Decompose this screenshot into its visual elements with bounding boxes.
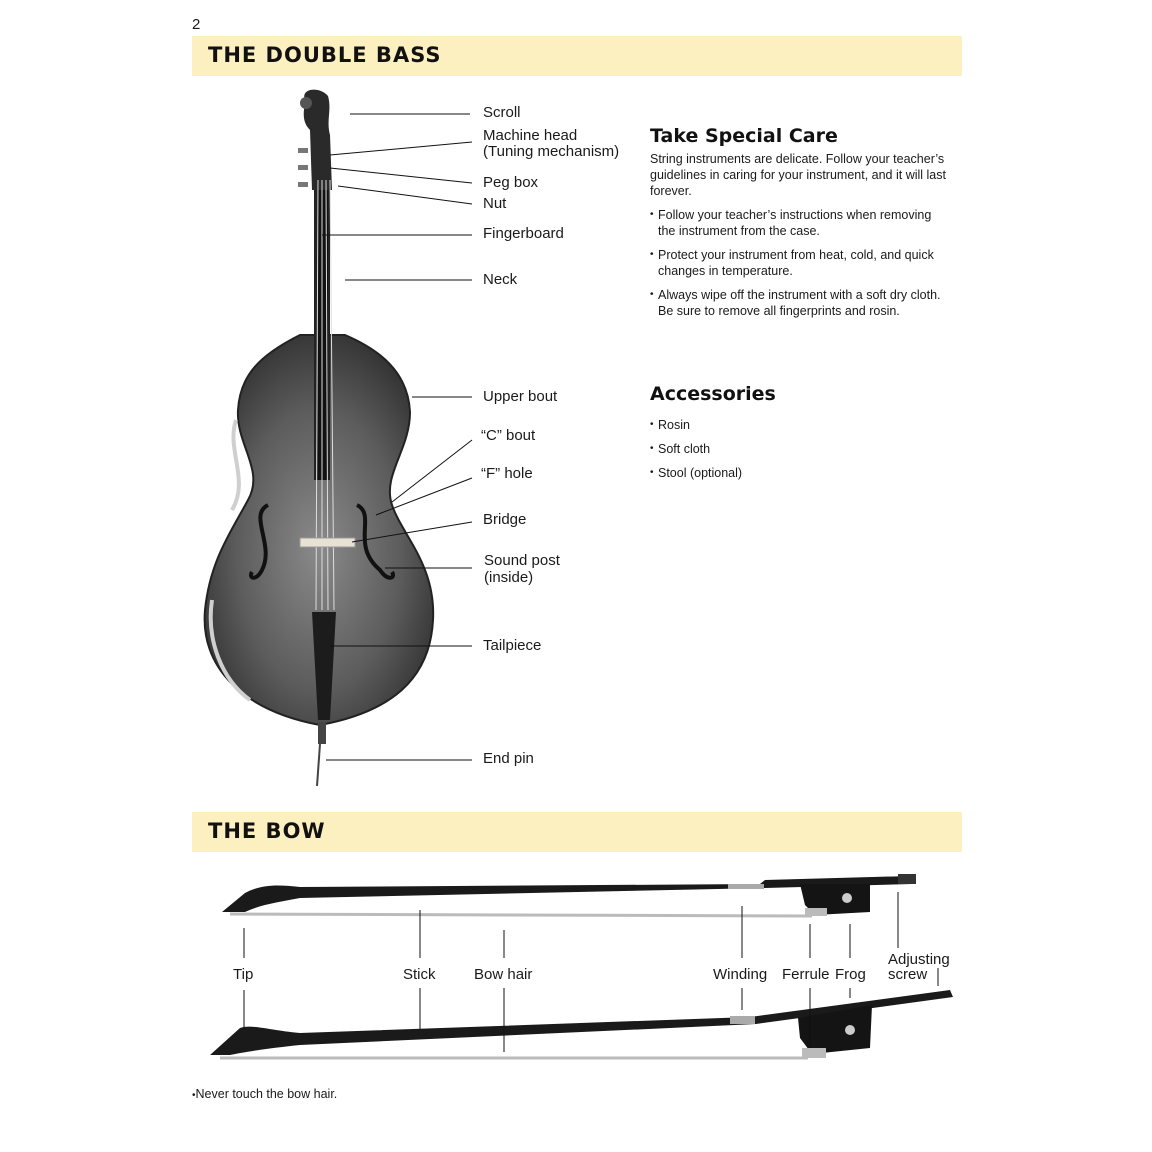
label-sound-post-sub: (inside) (484, 569, 533, 586)
accessories-list: Rosin Soft cloth Stool (optional) (650, 417, 950, 489)
care-bullet: Follow your teacher’s instructions when … (650, 207, 950, 239)
label-end-pin: End pin (483, 750, 534, 767)
label-winding: Winding (713, 966, 767, 983)
care-bullet: Always wipe off the instrument with a so… (650, 287, 950, 319)
label-nut: Nut (483, 195, 506, 212)
label-frog: Frog (835, 966, 866, 983)
label-fingerboard: Fingerboard (483, 225, 564, 242)
label-adjusting-screw-sub: screw (888, 966, 927, 983)
label-ferrule: Ferrule (782, 966, 830, 983)
accessory-item: Rosin (650, 417, 950, 433)
section-banner-bow: THE BOW (192, 812, 962, 852)
label-tip: Tip (233, 966, 253, 983)
label-machine-head-sub: (Tuning mechanism) (483, 143, 619, 160)
bow-image-top (222, 874, 916, 916)
label-neck: Neck (483, 271, 517, 288)
label-c-bout: “C” bout (481, 427, 535, 444)
label-bow-hair: Bow hair (474, 966, 532, 983)
label-sound-post: Sound post (484, 552, 560, 569)
label-tailpiece: Tailpiece (483, 637, 541, 654)
accessories-heading: Accessories (650, 383, 776, 405)
label-scroll: Scroll (483, 104, 521, 121)
care-list: Follow your teacher’s instructions when … (650, 207, 950, 327)
label-upper-bout: Upper bout (483, 388, 557, 405)
label-peg-box: Peg box (483, 174, 538, 191)
label-bridge: Bridge (483, 511, 526, 528)
label-stick: Stick (403, 966, 436, 983)
care-bullet: Protect your instrument from heat, cold,… (650, 247, 950, 279)
accessory-item: Soft cloth (650, 441, 950, 457)
care-intro: String instruments are delicate. Follow … (650, 151, 950, 199)
label-f-hole: “F” hole (481, 465, 533, 482)
care-heading: Take Special Care (650, 125, 838, 147)
footer-note: Never touch the bow hair. (192, 1087, 337, 1101)
bow-image-bottom (210, 990, 953, 1058)
label-machine-head: Machine head (483, 127, 577, 144)
accessory-item: Stool (optional) (650, 465, 950, 481)
section-title-bow: THE BOW (208, 819, 326, 843)
